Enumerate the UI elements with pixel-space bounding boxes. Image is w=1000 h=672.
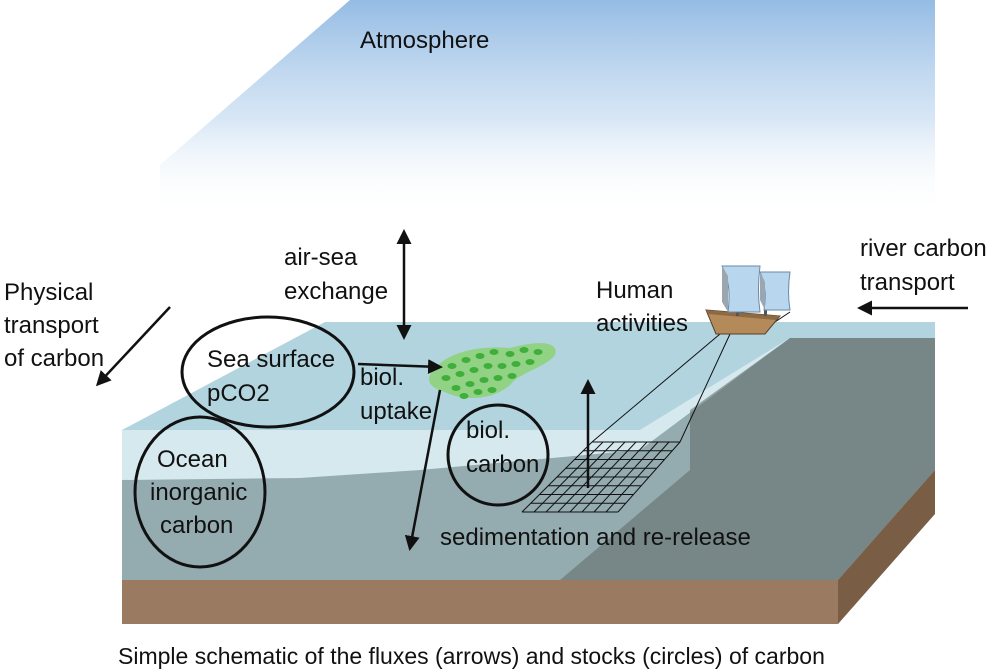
figure-caption: Simple schematic of the fluxes (arrows) … [118, 643, 825, 669]
sediment-grid [521, 441, 681, 513]
plankton-cell [507, 373, 517, 379]
label-river-2: transport [860, 269, 955, 296]
label-physical-3: of carbon [4, 345, 104, 372]
label-biol-carbon-2: carbon [466, 451, 539, 478]
plankton-cell [497, 363, 507, 369]
plankton-cell [473, 389, 483, 395]
plankton-cell [451, 385, 461, 391]
plankton-cells [441, 347, 543, 399]
sediment-grid-line [569, 441, 637, 513]
plankton-cell [511, 361, 521, 367]
label-river-1: river carbon [860, 235, 987, 262]
boat-icon [705, 265, 791, 335]
label-physical-1: Physical [4, 279, 93, 306]
sediment-grid-line [605, 441, 670, 513]
label-atmosphere: Atmosphere [360, 27, 489, 54]
plankton-cell [519, 347, 529, 353]
fishing-line-tow [774, 311, 791, 323]
sediment-grid-line [581, 441, 648, 513]
label-biol-uptake-2: uptake [360, 398, 432, 425]
arrow-sedimentation [404, 389, 442, 551]
plankton-cell [493, 375, 503, 381]
label-ocean-2: inorganic [150, 479, 247, 506]
label-ocean-1: Ocean [157, 446, 228, 473]
stock-circle-biol-carbon [446, 403, 550, 507]
plankton-cell [533, 349, 543, 355]
label-sea-surface-1: Sea surface [207, 346, 335, 373]
plankton-cell [483, 363, 493, 369]
label-air-sea-2: exchange [284, 278, 388, 305]
label-ocean-3: carbon [160, 512, 233, 539]
stock-circle-sea-surface-pco2 [180, 315, 356, 429]
plankton-cell [459, 393, 469, 399]
continental-slope [560, 338, 935, 580]
plankton-cell [441, 375, 451, 381]
plankton-cell [489, 349, 499, 355]
sediment-grid-line [593, 441, 659, 513]
label-biol-uptake-1: biol. [360, 364, 404, 391]
arrow-physical-transport [95, 306, 171, 387]
plankton-cell [447, 363, 457, 369]
label-air-sea-1: air-sea [284, 244, 358, 271]
plankton-cell [469, 367, 479, 373]
stock-circle-ocean-inorganic [133, 415, 267, 569]
plankton-cell [461, 357, 471, 363]
atmosphere-slab [160, 0, 935, 215]
plankton-cell [505, 351, 515, 357]
plankton-cell [455, 371, 465, 377]
label-biol-carbon-1: biol. [466, 417, 510, 444]
fishing-line-left [591, 333, 721, 443]
label-sedimentation: sedimentation and re-release [440, 524, 751, 551]
fishing-line-right [679, 333, 731, 443]
soil-side [838, 470, 935, 624]
plankton-cell [479, 377, 489, 383]
soil-front [122, 580, 838, 624]
label-physical-2: transport [4, 312, 99, 339]
plankton-cell [487, 387, 497, 393]
plankton-cell [465, 381, 475, 387]
plankton-bloom [428, 343, 556, 398]
plankton-cell [475, 353, 485, 359]
plankton-cell [525, 359, 535, 365]
label-human-1: Human [596, 277, 673, 304]
arrow-biol-uptake [357, 359, 443, 375]
sediment-grid-line [617, 441, 681, 513]
water-top-surface [122, 322, 935, 430]
label-human-2: activities [596, 310, 688, 337]
label-sea-surface-2: pCO2 [207, 380, 270, 407]
